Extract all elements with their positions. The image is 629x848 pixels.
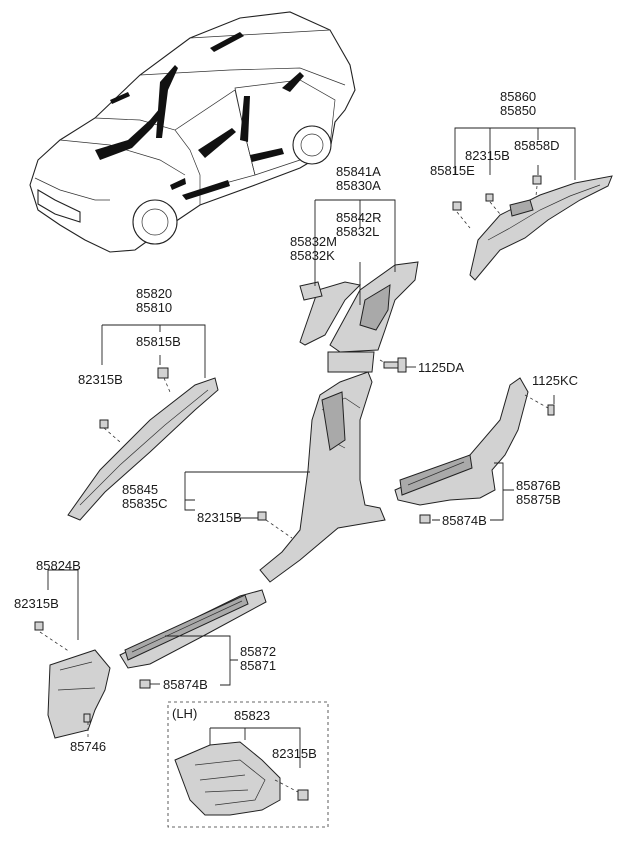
label-85850: 85850 <box>500 103 536 118</box>
label-85830a: 85830A <box>336 178 381 193</box>
kick-panel <box>34 621 111 739</box>
label-82315b-apillar: 82315B <box>78 372 123 387</box>
leader-85845 <box>184 471 310 519</box>
label-85875b: 85875B <box>516 492 561 507</box>
a-pillar-trim <box>67 367 219 521</box>
label-85874b-front: 85874B <box>163 677 208 692</box>
b-pillar-upper-trim <box>299 261 419 373</box>
dash-85845 <box>265 519 293 539</box>
label-85871: 85871 <box>240 658 276 673</box>
label-85832l: 85832L <box>336 224 379 239</box>
label-85841a: 85841A <box>336 164 381 179</box>
leader-85872 <box>165 635 238 686</box>
rear-pillar-trim <box>452 175 613 281</box>
car-illustration <box>29 11 356 253</box>
label-85842r: 85842R <box>336 210 382 225</box>
label-85872: 85872 <box>240 644 276 659</box>
leader-85841a <box>314 199 396 305</box>
label-82315b-rear: 82315B <box>465 148 510 163</box>
part-labels: 85860 85850 82315B 85858D 85815E 85841A … <box>14 89 578 761</box>
leader-85823 <box>209 727 301 768</box>
label-85832k: 85832K <box>290 248 335 263</box>
label-85815b: 85815B <box>136 334 181 349</box>
label-85858d: 85858D <box>514 138 560 153</box>
label-85876b: 85876B <box>516 478 561 493</box>
label-85810: 85810 <box>136 300 172 315</box>
leader-85860 <box>454 127 576 180</box>
label-85815e: 85815E <box>430 163 475 178</box>
label-82315b-bpillar: 82315B <box>197 510 242 525</box>
label-1125kc: 1125KC <box>532 373 578 388</box>
label-82315b-kick: 82315B <box>14 596 59 611</box>
label-85746: 85746 <box>70 739 106 754</box>
label-85860: 85860 <box>500 89 536 104</box>
leader-85824b <box>47 569 79 640</box>
label-85832m: 85832M <box>290 234 337 249</box>
leader-85876b <box>432 462 514 521</box>
label-1125da: 1125DA <box>418 360 464 375</box>
dash-1125kc <box>524 394 549 409</box>
label-85845: 85845 <box>122 482 158 497</box>
label-lh: (LH) <box>172 706 197 721</box>
lh-footrest-trim <box>174 741 309 816</box>
label-85835c: 85835C <box>122 496 168 511</box>
b-pillar-lower-trim <box>257 371 386 583</box>
screw-1125da <box>383 357 407 373</box>
front-scuff-trim <box>119 589 267 689</box>
dash-85824b <box>39 631 89 738</box>
label-82315b-lh: 82315B <box>272 746 317 761</box>
rear-scuff-trim <box>394 377 555 524</box>
label-85823: 85823 <box>234 708 270 723</box>
dash-85820 <box>103 377 171 443</box>
dash-85860 <box>456 185 538 229</box>
label-85820: 85820 <box>136 286 172 301</box>
label-85874b-rear: 85874B <box>442 513 487 528</box>
dash-85823 <box>274 779 299 793</box>
leader-85820 <box>101 324 206 378</box>
label-85824b: 85824B <box>36 558 81 573</box>
lh-detail-box <box>167 701 329 828</box>
